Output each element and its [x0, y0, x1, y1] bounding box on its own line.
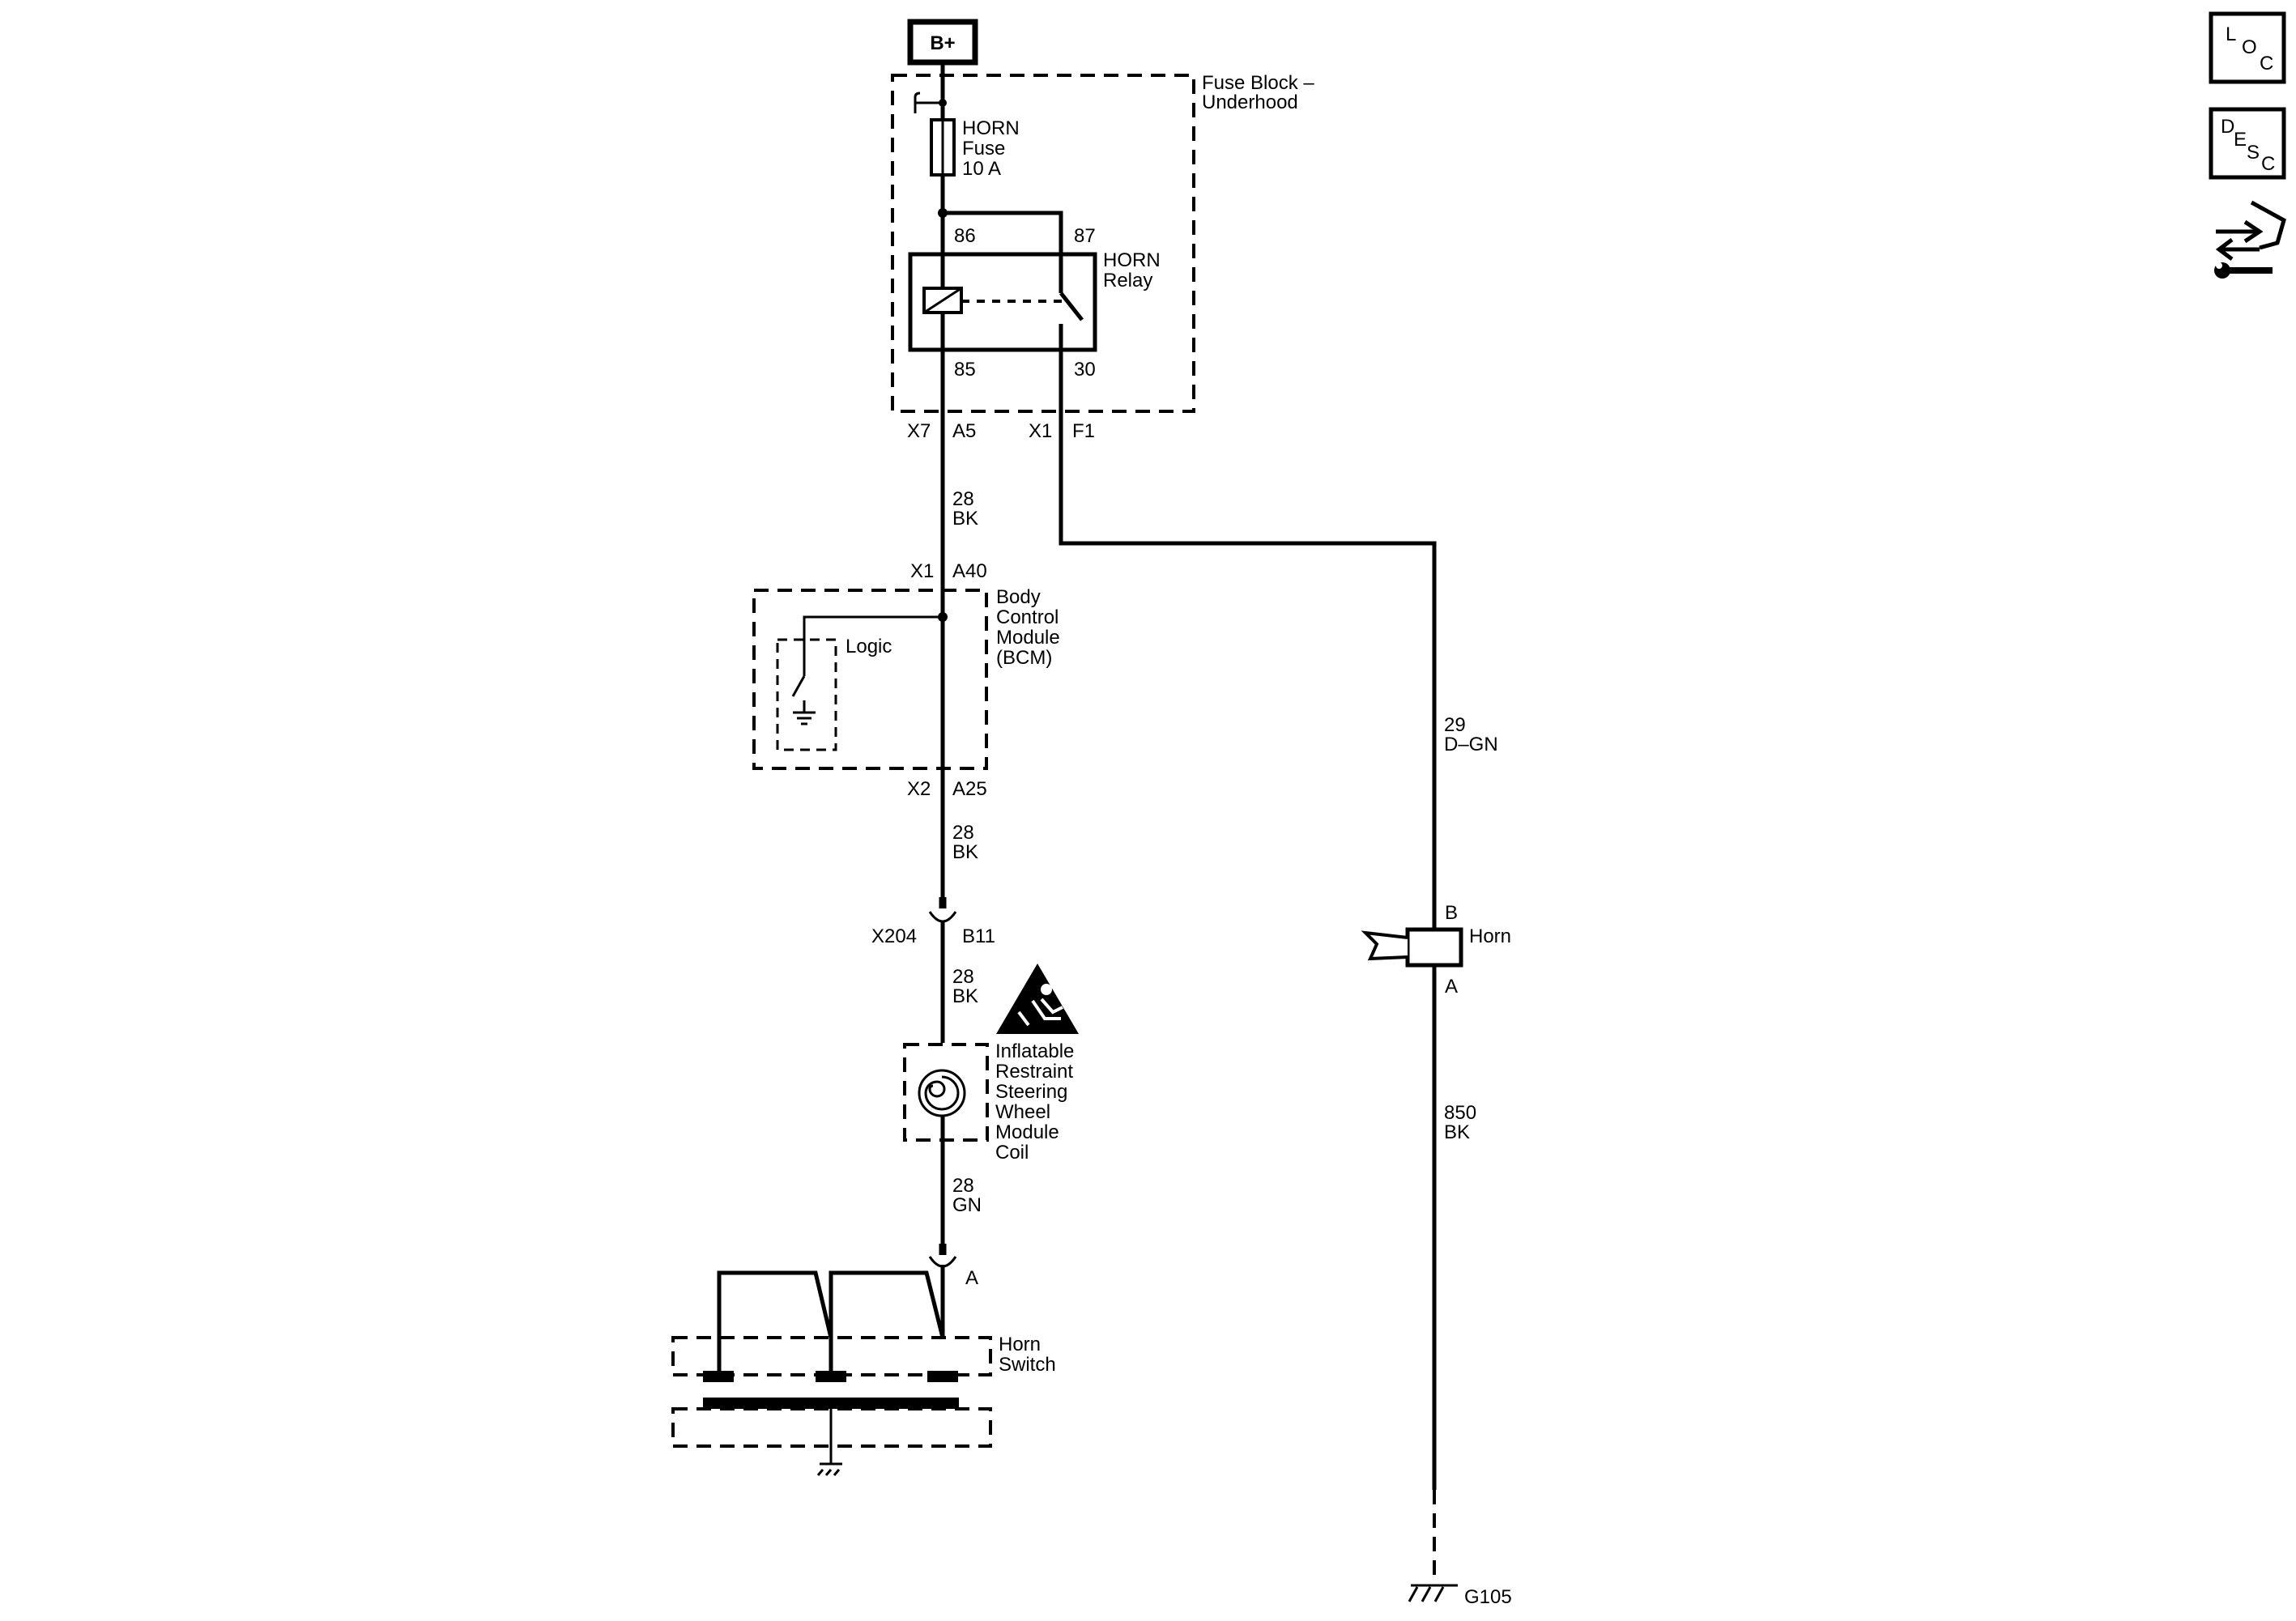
fuse-block-title-1: Fuse Block –	[1202, 72, 1314, 94]
coil-label-1: Inflatable	[995, 1040, 1074, 1062]
svg-text:D: D	[2221, 116, 2234, 138]
relay-label-1: HORN	[1103, 249, 1161, 271]
connector-x204: X204	[871, 925, 917, 947]
bcm-logic-label: Logic	[846, 636, 892, 657]
connector-x1-bcm: X1	[910, 560, 934, 582]
description-icon-button[interactable]: D E S C	[2209, 107, 2286, 180]
relay-pin-85: 85	[954, 359, 976, 381]
wire-3-color: BK	[952, 985, 978, 1007]
service-arrows-wrench-icon[interactable]	[2214, 200, 2286, 279]
wire-6-gauge: 850	[1444, 1102, 1476, 1124]
bcm-label-2: Control	[996, 606, 1059, 628]
horn-switch-ground-icon	[816, 1462, 842, 1476]
wire-2-gauge: 28	[952, 822, 974, 844]
fuse-label-2: Fuse	[962, 138, 1005, 160]
wire-1-gauge: 28	[952, 488, 974, 510]
wire-5-color: D–GN	[1444, 734, 1498, 755]
coil-label-6: Coil	[995, 1142, 1029, 1164]
relay-switch-contact	[1059, 291, 1084, 321]
svg-text:E: E	[2234, 129, 2247, 151]
bcm-boundary	[752, 589, 988, 770]
horn-switch-label-1: Horn	[999, 1334, 1041, 1355]
horn-switch-boundary-top	[671, 1336, 992, 1376]
wire-6-color: BK	[1444, 1121, 1470, 1143]
svg-text:O: O	[2242, 36, 2257, 58]
connector-x1-fuse: X1	[1029, 420, 1052, 442]
battery-label: B+	[930, 32, 955, 54]
wire-1-color: BK	[952, 508, 978, 530]
fuse-label-1: HORN	[962, 117, 1020, 139]
bcm-label-1: Body	[996, 586, 1041, 608]
relay-label-2: Relay	[1103, 270, 1152, 291]
wire-2-color: BK	[952, 841, 978, 863]
ground-label: G105	[1464, 1586, 1512, 1608]
wire-4-color: GN	[952, 1194, 982, 1216]
connector-x2: X2	[907, 778, 931, 800]
connector-a25: A25	[952, 778, 987, 800]
fuse-label-3: 10 A	[962, 158, 1001, 180]
fuse-block-title-2: Underhood	[1202, 91, 1298, 113]
relay-pin-86: 86	[954, 225, 976, 247]
horn-pin-a: A	[1445, 976, 1458, 998]
wire-5-gauge: 29	[1444, 714, 1466, 736]
bcm-label-3: Module	[996, 627, 1060, 649]
connector-f1: F1	[1072, 420, 1095, 442]
coil-label-2: Restraint	[995, 1061, 1073, 1083]
horn-relay-box	[908, 252, 1097, 352]
bcm-label-4: (BCM)	[996, 647, 1052, 669]
connector-x204-icon	[928, 911, 957, 923]
clockspring-boundary	[903, 1043, 989, 1142]
svg-text:L: L	[2226, 23, 2236, 45]
svg-text:S: S	[2247, 142, 2260, 164]
connector-a40: A40	[952, 560, 987, 582]
coil-label-3: Steering	[995, 1081, 1067, 1103]
horn-switch-boundary-bottom	[671, 1407, 992, 1448]
bcm-logic-boundary	[776, 638, 837, 751]
bcm-logic-ground-icon	[793, 700, 816, 725]
location-icon-button[interactable]: L O C	[2209, 11, 2286, 84]
airbag-warning-icon	[996, 964, 1079, 1034]
relay-87-feed-wire	[943, 211, 1063, 293]
horn-feed-wire	[1059, 350, 1437, 1490]
connector-x7: X7	[907, 420, 931, 442]
ground-g105-icon	[1408, 1584, 1458, 1602]
svg-text:C: C	[2260, 53, 2273, 74]
coil-label-4: Wheel	[995, 1101, 1050, 1123]
svg-text:C: C	[2261, 153, 2275, 175]
connector-a-switch: A	[965, 1267, 978, 1289]
fuse-block-bus-icon	[914, 91, 943, 113]
horn-switch-label-2: Switch	[999, 1354, 1056, 1376]
fuse-block-boundary	[891, 74, 1195, 413]
horn-symbol	[1361, 927, 1463, 968]
horn-pin-b: B	[1445, 902, 1458, 924]
battery-positive-terminal: B+	[907, 19, 978, 66]
wire-3-gauge: 28	[952, 966, 974, 988]
clockspring-coil-icon	[918, 1069, 966, 1117]
connector-b11: B11	[962, 925, 995, 947]
bcm-logic-wire	[803, 615, 943, 676]
relay-pin-30: 30	[1074, 359, 1096, 381]
coil-label-5: Module	[995, 1121, 1059, 1143]
horn-label: Horn	[1469, 925, 1511, 947]
relay-pin-87: 87	[1074, 225, 1096, 247]
relay-coil-diagonal	[923, 287, 962, 314]
wire-4-gauge: 28	[952, 1175, 974, 1197]
connector-a5: A5	[952, 420, 976, 442]
bcm-logic-switch	[791, 675, 806, 697]
